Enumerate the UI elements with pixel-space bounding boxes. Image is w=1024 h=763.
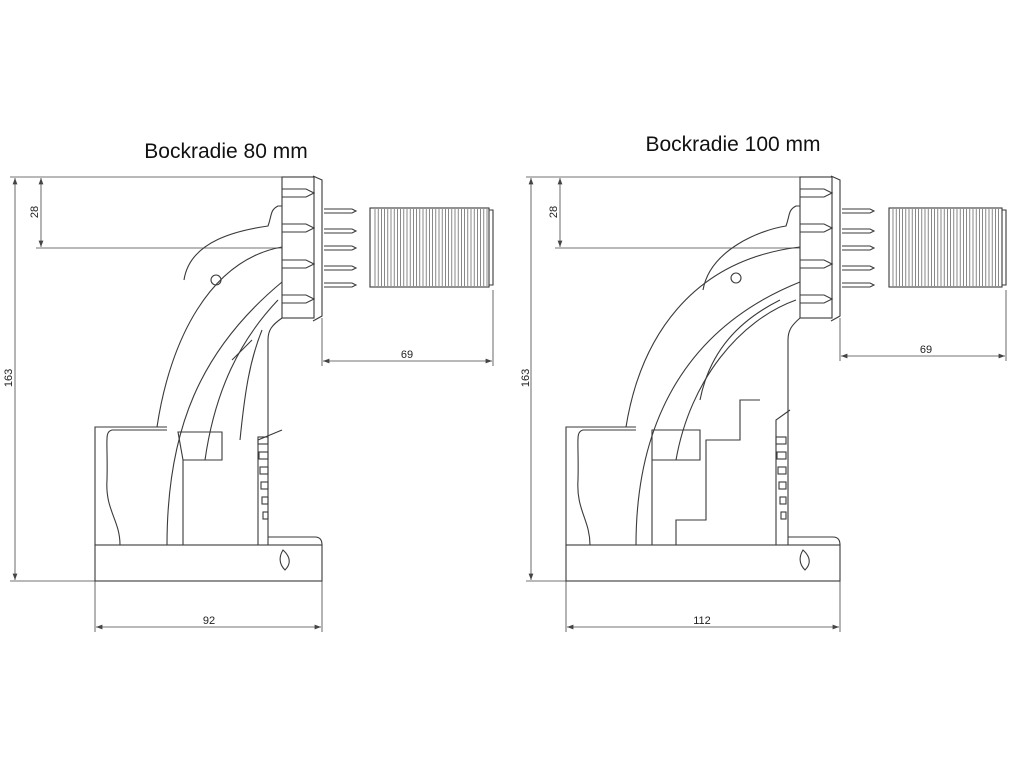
flange-rib: [800, 294, 834, 304]
flange: [281, 175, 323, 322]
dimension-pipe: 69: [321, 290, 494, 366]
dimension-offset: 28: [29, 178, 282, 249]
dimension-label: 163: [520, 369, 532, 387]
pin: [842, 228, 876, 234]
flange-rib: [282, 294, 316, 304]
dimension-label: 69: [401, 349, 413, 361]
dimension-pipe: 69: [839, 290, 1007, 361]
threaded-pipe: [324, 207, 494, 288]
dimension-width: 112: [565, 581, 841, 632]
flange-rib: [800, 223, 834, 233]
vent-slots: [257, 436, 269, 520]
pin: [324, 245, 358, 251]
pin: [324, 265, 358, 271]
drawing-100mm: Bockradie 100 mm 163 28 69 112: [520, 133, 1007, 632]
dimension-label: 163: [3, 369, 15, 387]
flange-rib: [800, 188, 834, 198]
flange-rib: [800, 259, 834, 269]
pin: [324, 282, 358, 288]
flange-rib: [282, 223, 316, 233]
drawing-80mm: Bockradie 80 mm 163 28 69 92: [3, 140, 494, 632]
drawing-title: Bockradie 100 mm: [645, 133, 820, 156]
dimension-offset: 28: [548, 178, 800, 249]
pin: [324, 208, 358, 214]
flange-rib: [282, 188, 316, 198]
dimension-label: 112: [693, 615, 711, 627]
pin: [842, 282, 876, 288]
dimension-label: 28: [548, 206, 560, 218]
dimension-width: 92: [94, 581, 323, 632]
pin: [842, 265, 876, 271]
vent-slots: [775, 436, 787, 520]
dimension-height: 163: [520, 176, 800, 582]
flange-rib: [282, 259, 316, 269]
pin: [842, 245, 876, 251]
dimension-label: 28: [29, 206, 41, 218]
pin: [324, 228, 358, 234]
trap-body: [94, 205, 323, 582]
threaded-pipe: [842, 207, 1007, 288]
drawing-title: Bockradie 80 mm: [144, 140, 307, 163]
dimension-label: 69: [920, 344, 932, 356]
dimension-height: 163: [3, 176, 282, 582]
pin: [842, 208, 876, 214]
flange: [799, 175, 841, 322]
dimension-label: 92: [203, 615, 215, 627]
trap-body: [565, 205, 841, 582]
